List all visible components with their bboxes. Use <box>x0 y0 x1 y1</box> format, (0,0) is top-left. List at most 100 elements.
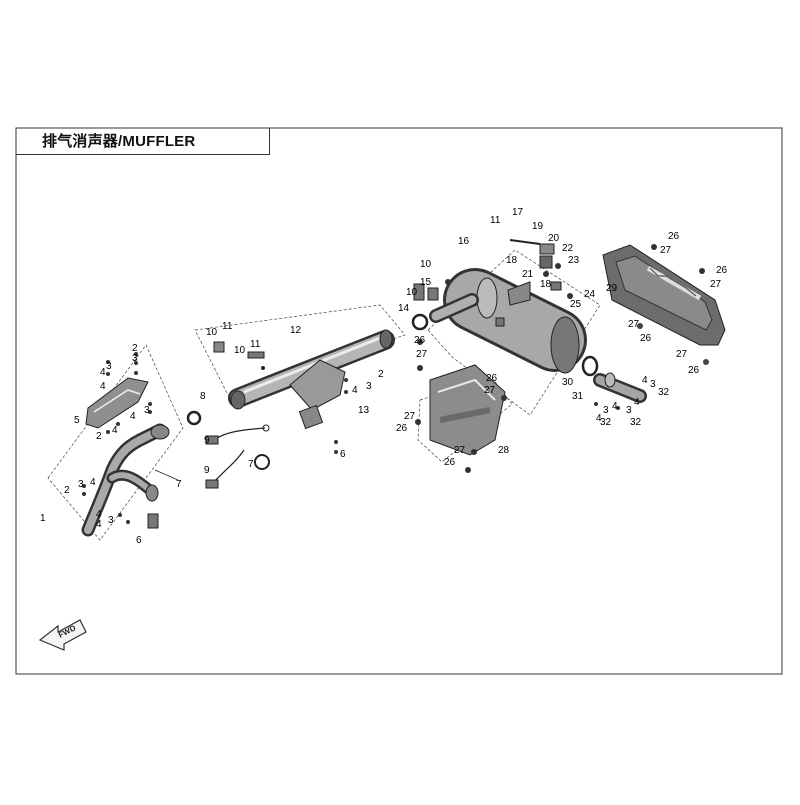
muffler-group <box>411 239 601 416</box>
callout-20: 20 <box>548 233 560 244</box>
callout-27: 27 <box>454 445 466 456</box>
callout-11: 11 <box>222 321 233 332</box>
pipe-flange-plate <box>298 404 324 430</box>
callout-3: 3 <box>108 515 114 526</box>
fwd-arrow <box>38 619 87 651</box>
callout-9: 9 <box>204 435 210 446</box>
callout-3: 3 <box>603 405 609 416</box>
callout-7: 7 <box>248 459 254 470</box>
fwd-arrow-shape <box>38 619 87 651</box>
callout-26: 26 <box>688 365 700 376</box>
callout-4: 4 <box>90 477 96 488</box>
callout-10: 10 <box>406 287 418 298</box>
mid-pipe-inlet <box>230 390 246 410</box>
callout-28: 28 <box>498 445 510 456</box>
muffler-mount-bracket <box>507 281 531 306</box>
callout-10: 10 <box>420 259 432 270</box>
callout-3: 3 <box>366 381 372 392</box>
callout-7: 7 <box>176 479 182 490</box>
callout-9: 9 <box>204 465 210 476</box>
callout-3: 3 <box>144 405 150 416</box>
callout-19: 19 <box>532 221 544 232</box>
callout-11: 11 <box>490 215 501 226</box>
fastener-dots <box>334 244 705 473</box>
callout-22: 22 <box>562 243 574 254</box>
callout-24: 24 <box>584 289 596 300</box>
o2-sensor-lower <box>205 479 219 489</box>
spring-10 <box>247 351 265 359</box>
callout-4: 4 <box>130 411 136 422</box>
tail-cover-group <box>602 244 726 365</box>
callout-10: 10 <box>234 345 246 356</box>
bushing-20 <box>539 255 553 269</box>
callout-4: 4 <box>634 397 640 408</box>
heat-shield-group <box>417 364 513 463</box>
callout-23: 23 <box>568 255 580 266</box>
callout-27: 27 <box>416 349 428 360</box>
gasket-30 <box>581 355 599 377</box>
callout-30: 30 <box>562 377 574 388</box>
small-bolts-left <box>82 352 152 524</box>
callout-27: 27 <box>660 245 672 256</box>
callout-2: 2 <box>96 431 102 442</box>
o2-sensor-group <box>205 424 270 489</box>
muffler-end-cap <box>550 316 580 374</box>
callout-4: 4 <box>112 425 118 436</box>
o2-sensor-wire-upper <box>213 427 266 441</box>
callout-27: 27 <box>404 411 416 422</box>
callout-27: 27 <box>628 319 640 330</box>
callout-26: 26 <box>486 373 498 384</box>
callout-32: 32 <box>630 417 642 428</box>
callout-3: 3 <box>78 479 84 490</box>
callout-18: 18 <box>506 255 518 266</box>
callout-8: 8 <box>200 391 206 402</box>
callout-4: 4 <box>100 367 106 378</box>
callout-26: 26 <box>414 335 426 346</box>
callout-3: 3 <box>626 405 632 416</box>
callout-4: 4 <box>96 509 102 520</box>
callout-27: 27 <box>676 349 688 360</box>
gasket-14 <box>411 313 429 331</box>
o2-sensor-upper <box>205 435 219 445</box>
callout-2: 2 <box>378 369 384 380</box>
header-flange-lower <box>145 484 159 502</box>
callout-27: 27 <box>710 279 722 290</box>
header-pipe-dashed-outline <box>47 344 184 541</box>
mid-pipe-dashed-outline <box>194 304 406 396</box>
callout-4: 4 <box>96 519 102 530</box>
gasket-8 <box>186 410 202 426</box>
tailpipe-group <box>581 355 647 410</box>
callout-4: 4 <box>100 381 106 392</box>
callout-32: 32 <box>658 387 670 398</box>
callout-31: 31 <box>572 391 584 402</box>
callout-16: 16 <box>458 236 470 247</box>
callout-1: 1 <box>40 513 46 524</box>
callout-32: 32 <box>600 417 612 428</box>
callout-13: 13 <box>358 405 370 416</box>
callout-18: 18 <box>540 279 552 290</box>
callout-27: 27 <box>484 385 496 396</box>
resonator-bracket <box>289 359 346 411</box>
callout-29: 29 <box>606 283 618 294</box>
callout-6: 6 <box>136 535 142 546</box>
callout-21: 21 <box>522 269 534 280</box>
heat-shield-front <box>85 377 149 429</box>
callout-2: 2 <box>132 343 138 354</box>
header-flange <box>150 424 170 440</box>
callout-3: 3 <box>106 361 112 372</box>
callout-3: 3 <box>132 353 138 364</box>
callout-26: 26 <box>396 423 408 434</box>
spring-11a <box>213 341 225 353</box>
damper-19 <box>539 243 555 255</box>
callout-26: 26 <box>716 265 728 276</box>
callout-11: 11 <box>250 339 261 350</box>
sensor-boss <box>147 513 159 529</box>
callout-26: 26 <box>668 231 680 242</box>
callout-17: 17 <box>512 207 524 218</box>
callout-12: 12 <box>290 325 302 336</box>
page-title: 排气消声器/MUFFLER <box>42 133 196 150</box>
callout-2: 2 <box>64 485 70 496</box>
callout-25: 25 <box>570 299 582 310</box>
callout-3: 3 <box>650 379 656 390</box>
